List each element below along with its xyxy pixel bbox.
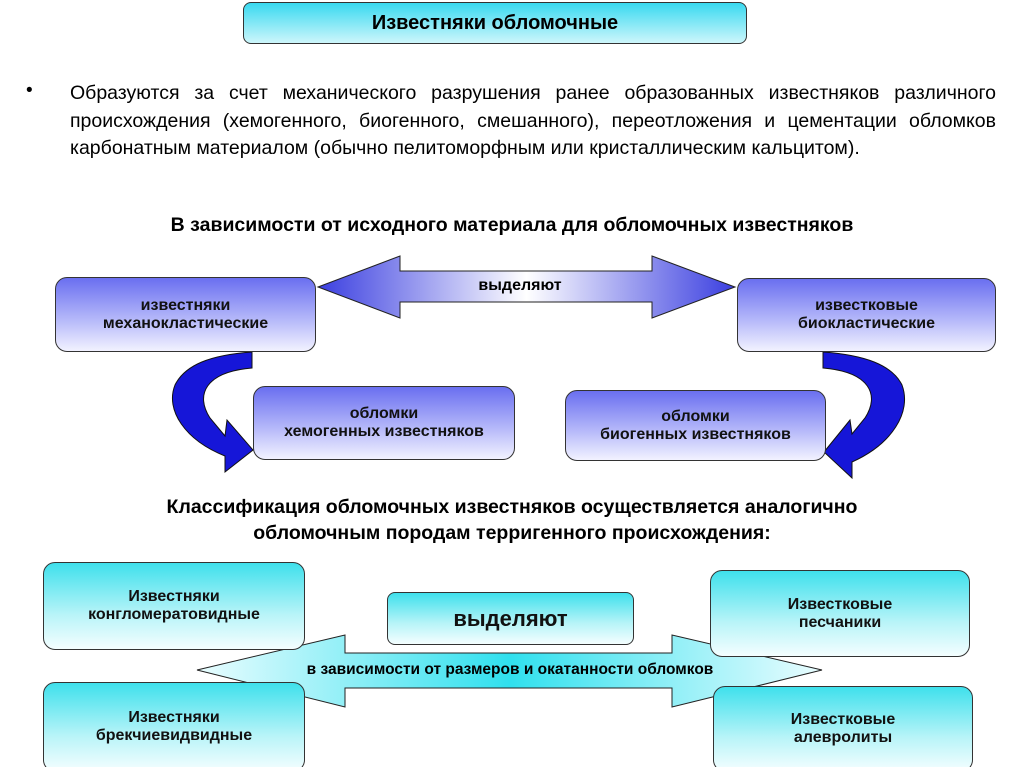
box-line: песчаники: [798, 613, 882, 631]
box-line: хемогенных известняков: [284, 423, 484, 440]
double-arrow-bottom: [196, 634, 823, 708]
heading-line: Классификация обломочных известняков осу…: [166, 496, 858, 518]
center-label-box: выделяют: [387, 592, 634, 645]
box-line: Известковые: [787, 595, 893, 613]
double-arrow-top: [316, 255, 737, 319]
box-line: известняки: [140, 296, 231, 314]
box-line: механокластические: [102, 314, 269, 332]
heading-line: обломочным породам терригенного происхож…: [253, 522, 771, 544]
bottom-arrow-label: в зависимости от размеров и окатанности …: [306, 661, 714, 678]
box-line: биогенных известняков: [600, 425, 791, 443]
box-line: алевролиты: [793, 729, 893, 746]
classification-heading: Классификация обломочных известняков осу…: [0, 494, 1024, 546]
slide-title: Известняки обломочные: [243, 2, 747, 44]
box-line: Известняки: [128, 709, 220, 726]
description-paragraph: Образуются за счет механического разруше…: [70, 82, 996, 159]
bullet: •: [26, 80, 33, 101]
box-line: Известковые: [790, 711, 896, 728]
subheading: В зависимости от исходного материала для…: [170, 214, 854, 236]
box-line: конгломератовидные: [88, 606, 260, 623]
box-line: обломки: [661, 407, 730, 425]
box-line: биокластические: [798, 315, 935, 332]
box-line: обломки: [349, 405, 419, 422]
center-label: выделяют: [453, 605, 568, 631]
curved-arrow-right: [822, 351, 906, 480]
box-line: известковые: [815, 297, 918, 314]
title-text: Известняки обломочные: [371, 11, 619, 34]
curved-arrow-left: [171, 351, 254, 474]
box-line: брекчиевидвидные: [95, 727, 253, 744]
top-arrow-label: выделяют: [478, 277, 562, 294]
box-line: Известняки: [128, 588, 220, 605]
